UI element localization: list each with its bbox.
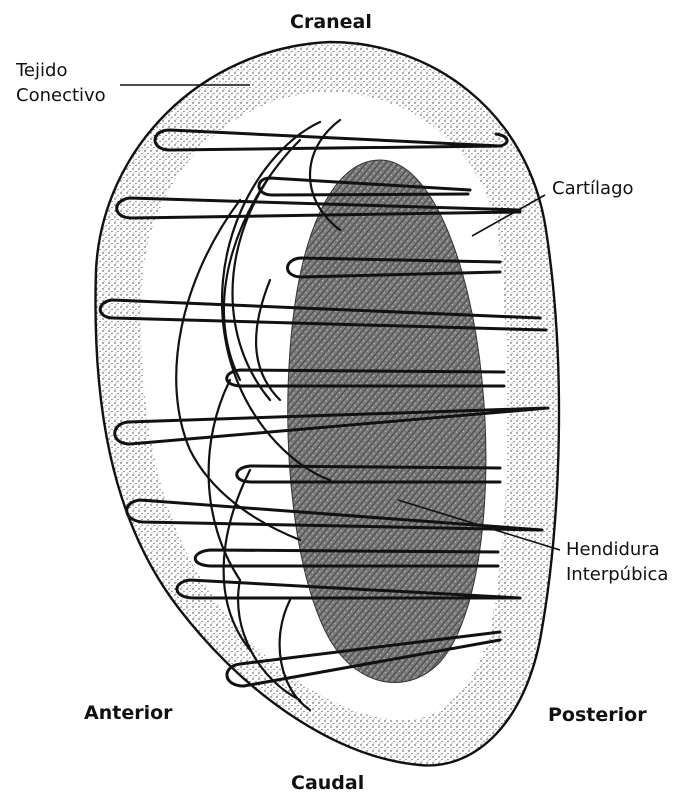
label-connective-tissue-line-2: Conectivo xyxy=(16,83,106,108)
label-interpubic-cleft-line-1: Hendidura xyxy=(566,537,668,562)
label-connective-tissue: Tejido Conectivo xyxy=(16,58,106,108)
label-cranial: Craneal xyxy=(290,11,372,33)
label-anterior: Anterior xyxy=(84,702,173,724)
label-posterior: Posterior xyxy=(548,704,647,726)
label-interpubic-cleft: Hendidura Interpúbica xyxy=(566,537,668,587)
label-caudal: Caudal xyxy=(291,772,364,794)
label-connective-tissue-line-1: Tejido xyxy=(16,58,106,83)
label-cartilage: Cartílago xyxy=(552,176,634,201)
label-interpubic-cleft-line-2: Interpúbica xyxy=(566,562,668,587)
